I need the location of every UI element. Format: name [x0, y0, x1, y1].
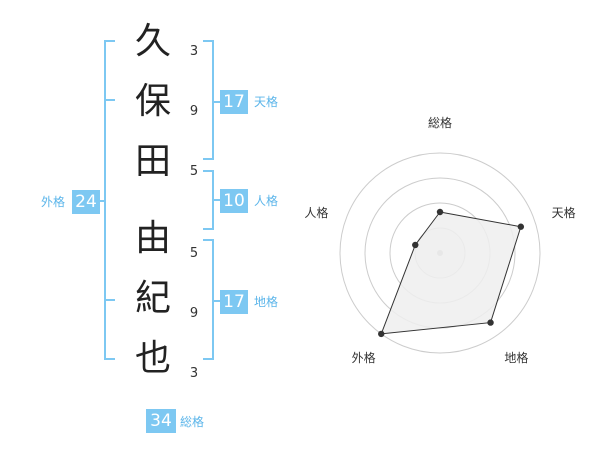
- gaikaku-value: 24: [72, 190, 100, 214]
- soukaku-label: 総格: [180, 415, 205, 429]
- chikaku-bracket: [203, 239, 214, 360]
- radar-axis-label: 人格: [304, 205, 328, 220]
- name-character: 由: [134, 218, 171, 259]
- jinkaku-label: 人格: [254, 194, 279, 208]
- name-character: 久: [134, 21, 171, 62]
- gaikaku-connector: [98, 200, 106, 202]
- radar-point: [517, 223, 525, 230]
- radar-axis-label: 外格: [352, 350, 376, 365]
- name-character: 田: [134, 141, 171, 182]
- radar-point: [436, 208, 444, 216]
- chikaku-value: 17: [220, 290, 248, 314]
- name-character: 保: [134, 81, 171, 122]
- radar-ring: [339, 152, 541, 354]
- soukaku-value: 34: [146, 409, 176, 433]
- radar-axis-label: 天格: [552, 205, 576, 220]
- stroke-count: 3: [189, 44, 199, 59]
- tenkaku-bracket: [203, 40, 214, 160]
- bracket-tick: [104, 299, 115, 301]
- radar-point: [378, 330, 385, 338]
- stroke-count: 5: [189, 246, 199, 261]
- jinkaku-value: 10: [220, 189, 248, 213]
- radar-point: [487, 319, 494, 326]
- stroke-count: 9: [189, 104, 199, 119]
- radar-point: [412, 241, 419, 249]
- gaikaku-label: 外格: [41, 195, 66, 209]
- name-character: 紀: [134, 278, 171, 319]
- name-character: 也: [134, 338, 171, 379]
- chikaku-connector: [212, 300, 220, 302]
- tenkaku-value: 17: [220, 90, 248, 114]
- chikaku-label: 地格: [254, 295, 279, 309]
- radar-series-area: [380, 211, 522, 335]
- tenkaku-label: 天格: [254, 95, 279, 109]
- jinkaku-connector: [212, 199, 220, 201]
- tenkaku-connector: [212, 101, 220, 103]
- bracket-tick: [104, 99, 115, 101]
- stroke-count: 9: [189, 306, 199, 321]
- stroke-count: 3: [189, 366, 199, 381]
- stroke-count: 5: [189, 164, 199, 179]
- radar-axis-label: 総格: [428, 115, 452, 130]
- radar-axis-label: 地格: [504, 350, 528, 365]
